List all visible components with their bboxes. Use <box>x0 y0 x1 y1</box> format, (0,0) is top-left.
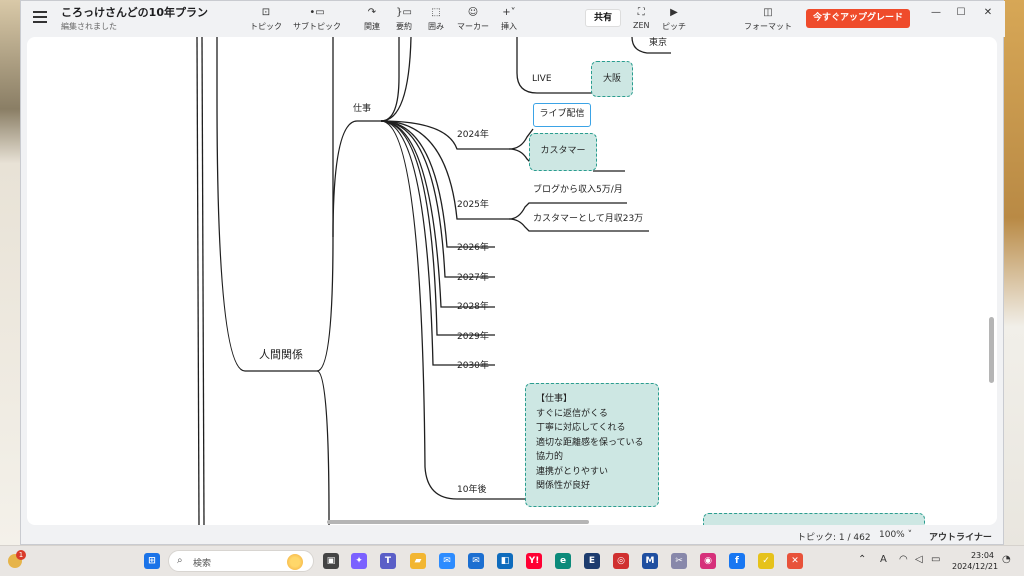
zen-button[interactable]: ⛶ZEN <box>633 7 650 30</box>
mindmap-connectors <box>196 37 671 525</box>
node-tokyo[interactable]: 東京 <box>649 38 668 48</box>
horizontal-scrollbar[interactable] <box>327 520 589 524</box>
share-button[interactable]: 共有 <box>585 9 621 27</box>
node-2026[interactable]: 2026年 <box>457 243 489 253</box>
boundary-icon: ⬚ <box>431 7 441 18</box>
boundary-button[interactable]: ⬚囲み <box>428 7 444 31</box>
clock-time: 23:04 <box>970 551 994 560</box>
desktop-background-right <box>1000 0 1024 545</box>
node-2027[interactable]: 2027年 <box>457 273 489 283</box>
clock-date: 2024/12/21 <box>952 562 999 571</box>
note-line: 連携がとりやすい <box>536 466 609 477</box>
close-icon[interactable]: ✕ <box>983 7 993 18</box>
pitch-play-icon: ▶ <box>670 7 678 18</box>
topic-count: トピック: 1 / 462 <box>797 533 871 543</box>
notification-bell-icon[interactable]: ◔ <box>1002 554 1011 565</box>
marker-button[interactable]: ☺マーカー <box>457 7 489 31</box>
topic-button[interactable]: ⊡トピック <box>250 7 282 31</box>
search-icon: ⌕ <box>177 555 183 566</box>
node-customer-income[interactable]: カスタマーとして月収23万 <box>533 214 644 224</box>
wifi-icon[interactable]: ◠ <box>899 554 908 565</box>
topic-icon: ⊡ <box>261 7 271 18</box>
minimize-icon[interactable]: — <box>931 7 941 18</box>
node-relationships[interactable]: 人間関係 <box>259 348 303 361</box>
toolbar: ころっけさんどの10年プラン 編集されました ⊡トピック •▭サブトピック ↷関… <box>21 1 1005 37</box>
node-work[interactable]: 仕事 <box>353 104 372 114</box>
note-line: 【仕事】 <box>536 394 573 404</box>
node-2029[interactable]: 2029年 <box>457 332 489 342</box>
ime-indicator[interactable]: A <box>880 554 887 565</box>
note-line: 関係性が良好 <box>536 481 591 491</box>
subtopic-button[interactable]: •▭サブトピック <box>293 7 341 31</box>
task-view-icon[interactable]: ▣ <box>323 553 339 569</box>
app-window: ころっけさんどの10年プラン 編集されました ⊡トピック •▭サブトピック ↷関… <box>20 0 1005 546</box>
document-title: ころっけさんどの10年プラン <box>61 6 208 19</box>
vertical-scrollbar[interactable] <box>989 317 994 383</box>
summary-icon: }▭ <box>396 7 412 18</box>
teams-icon[interactable]: T <box>380 553 396 569</box>
note-line: 協力的 <box>536 452 564 462</box>
insert-button[interactable]: +˅挿入 <box>501 7 517 31</box>
outliner-button[interactable]: アウトライナー <box>929 533 992 543</box>
edge-icon[interactable]: e <box>555 553 571 569</box>
zoom-level[interactable]: 100% ˅ <box>879 530 913 540</box>
status-bar: トピック: 1 / 462 100% ˅ アウトライナー <box>21 525 1005 546</box>
format-panel-icon: ◫ <box>763 7 773 18</box>
pitch-button[interactable]: ▶ピッチ <box>662 7 686 31</box>
note-line: 適切な距離感を保っている <box>536 437 644 448</box>
node-2028[interactable]: 2028年 <box>457 302 489 312</box>
node-2025[interactable]: 2025年 <box>457 200 489 210</box>
node-work-note[interactable]: 【仕事】 すぐに返信がくる 丁寧に対応してくれる 適切な距離感を保っている 協力… <box>525 383 659 507</box>
weather-widget[interactable]: 1 <box>8 550 26 568</box>
node-osaka[interactable]: 大阪 <box>591 61 633 97</box>
store-icon[interactable]: ◧ <box>497 553 513 569</box>
node-partial-bottom[interactable] <box>703 513 925 525</box>
note-line: すぐに返信がくる <box>536 408 608 419</box>
zen-expand-icon: ⛶ <box>637 7 645 18</box>
summary-button[interactable]: }▭要約 <box>396 7 412 31</box>
app-check-icon[interactable]: ✓ <box>758 553 774 569</box>
subtopic-icon: •▭ <box>309 7 325 18</box>
snipping-icon[interactable]: ✂ <box>671 553 687 569</box>
relation-icon: ↷ <box>367 7 377 18</box>
speaker-icon[interactable]: ◁ <box>915 554 923 565</box>
node-2024[interactable]: 2024年 <box>457 130 489 140</box>
copilot-icon[interactable]: ✦ <box>351 553 367 569</box>
yahoo-icon[interactable]: Y! <box>526 553 542 569</box>
facebook-icon[interactable]: f <box>729 553 745 569</box>
marker-smiley-icon: ☺ <box>467 7 479 18</box>
app-e-icon[interactable]: E <box>584 553 600 569</box>
node-2030[interactable]: 2030年 <box>457 361 489 371</box>
taskbar-search[interactable]: ⌕ 検索 <box>168 550 314 572</box>
node-live-stream[interactable]: ライブ配信 <box>533 103 591 127</box>
mail-icon[interactable]: ✉ <box>468 553 484 569</box>
node-10-years[interactable]: 10年後 <box>457 485 487 495</box>
plus-chevron-icon: +˅ <box>502 7 516 18</box>
instagram-icon[interactable]: ◉ <box>700 553 716 569</box>
file-explorer-icon[interactable]: ▰ <box>410 553 426 569</box>
app-m-icon[interactable]: M <box>642 553 658 569</box>
format-button[interactable]: ◫フォーマット <box>744 7 792 31</box>
xmind-icon[interactable]: ✕ <box>787 553 803 569</box>
node-customer[interactable]: カスタマー <box>529 133 597 171</box>
battery-icon[interactable]: ▭ <box>931 554 941 565</box>
relation-button[interactable]: ↷関連 <box>364 7 380 31</box>
note-line: 丁寧に対応してくれる <box>536 423 626 433</box>
node-blog-income[interactable]: ブログから収入5万/月 <box>533 185 623 195</box>
desktop-background-left <box>0 0 20 545</box>
hamburger-menu-icon[interactable] <box>33 11 47 23</box>
mindmap-canvas[interactable]: 東京 LIVE 大阪 仕事 2024年 ライブ配信 カスタマー ブログから収入5… <box>27 37 997 525</box>
app-circle-icon[interactable]: ◎ <box>613 553 629 569</box>
messenger-icon[interactable]: ✉ <box>439 553 455 569</box>
tray-chevron-up-icon[interactable]: ⌃ <box>858 554 867 565</box>
taskbar-clock[interactable]: 23:04 2024/12/21 <box>952 550 999 572</box>
upgrade-button[interactable]: 今すぐアップグレード <box>806 9 910 28</box>
taskbar: 1 ⊞ ⌕ 検索 ▣ ✦ T ▰ ✉ ✉ ◧ Y! e E ◎ M ✂ ◉ f … <box>0 545 1024 576</box>
notification-badge: 1 <box>16 550 26 560</box>
maximize-icon[interactable]: ☐ <box>956 7 966 18</box>
node-live[interactable]: LIVE <box>532 74 552 84</box>
start-windows-icon[interactable]: ⊞ <box>144 553 160 569</box>
search-highlight-icon <box>287 554 303 570</box>
save-status: 編集されました <box>61 22 117 31</box>
